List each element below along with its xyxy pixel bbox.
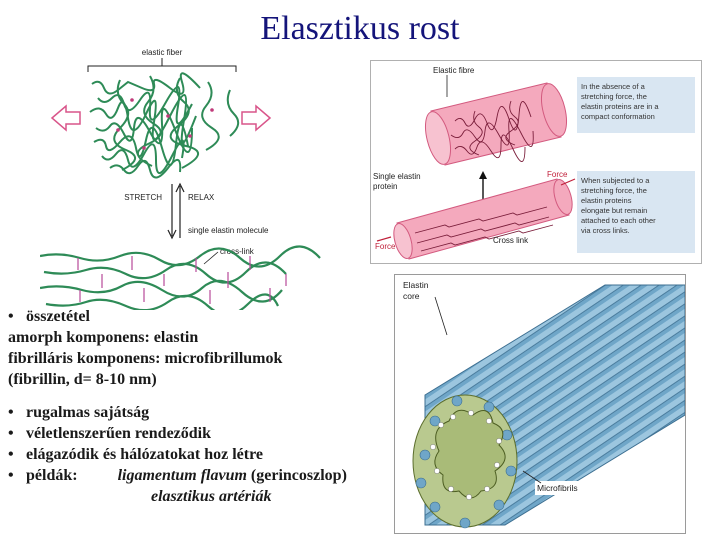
label-single-elastin: single elastin molecule (188, 226, 269, 235)
fibrillin-detail: (fibrillin, d= 8-10 nm) (8, 369, 347, 390)
bullet-glyph: • (8, 306, 26, 327)
arrow-right-icon (242, 106, 270, 130)
label-single-elastin: Single elastin (373, 172, 421, 181)
bullet-elasticity: rugalmas sajátság (26, 404, 149, 421)
bullet-examples-label: példák: (26, 467, 78, 484)
label-cross-link: Cross link (493, 236, 529, 245)
label-relax: RELAX (188, 193, 215, 202)
label-core: core (403, 291, 420, 301)
label-protein: protein (373, 182, 397, 191)
label-elastic-fiber: elastic fiber (142, 48, 183, 57)
elastin-core-shape (435, 410, 505, 498)
bullet-random-order: véletlenszerűen rendeződik (26, 425, 211, 442)
bullet-glyph: • (8, 402, 26, 423)
fibrillar-component: fibrilláris komponens: microfibrillumok (8, 348, 347, 369)
bullet-line: •példák: ligamentum flavum (gerincoszlop) (8, 465, 347, 486)
content-text: •összetétel amorph komponens: elastin fi… (8, 306, 347, 507)
elastin-core-panel: Elastin core Microfibrils (394, 274, 686, 534)
amorphous-component: amorph komponens: elastin (8, 327, 347, 348)
label-microfibrils: Microfibrils (537, 483, 578, 493)
bullet-line: •összetétel (8, 306, 347, 327)
arrow-left-icon (52, 106, 80, 130)
label-force-right: Force (547, 170, 568, 179)
stretched-elastin-molecules (40, 246, 320, 310)
bullet-line: •véletlenszerűen rendeződik (8, 423, 347, 444)
label-elastic-fibre: Elastic fibre (433, 66, 475, 75)
compact-cylinder (421, 81, 571, 167)
bullet-composition: összetétel (26, 308, 90, 325)
example-elastic-arteries: elasztikus artériák (151, 486, 271, 507)
tangled-fiber-network (90, 73, 238, 177)
bullet-line: •rugalmas sajátság (8, 402, 347, 423)
arrow-up-icon (479, 171, 487, 179)
example-ligamentum-flavum: ligamentum flavum (118, 465, 247, 486)
label-force-left: Force (375, 242, 396, 251)
bullet-branching: elágazódik és hálózatokat hoz létre (26, 446, 263, 463)
bullet-glyph: • (8, 444, 26, 465)
label-elastin: Elastin (403, 280, 429, 290)
bullet-line: •elágazódik és hálózatokat hoz létre (8, 444, 347, 465)
bullet-glyph: • (8, 465, 26, 486)
bullet-glyph: • (8, 423, 26, 444)
example-note: (gerincoszlop) (251, 467, 347, 484)
bullet-line-continuation: elasztikus artériák (8, 486, 347, 507)
elastic-fibre-panel: Elastic fibre (370, 60, 702, 264)
label-stretch: STRETCH (124, 193, 162, 202)
elastic-fiber-stretch-diagram: elastic fiber STRETCH RELAX single elast… (40, 40, 330, 310)
